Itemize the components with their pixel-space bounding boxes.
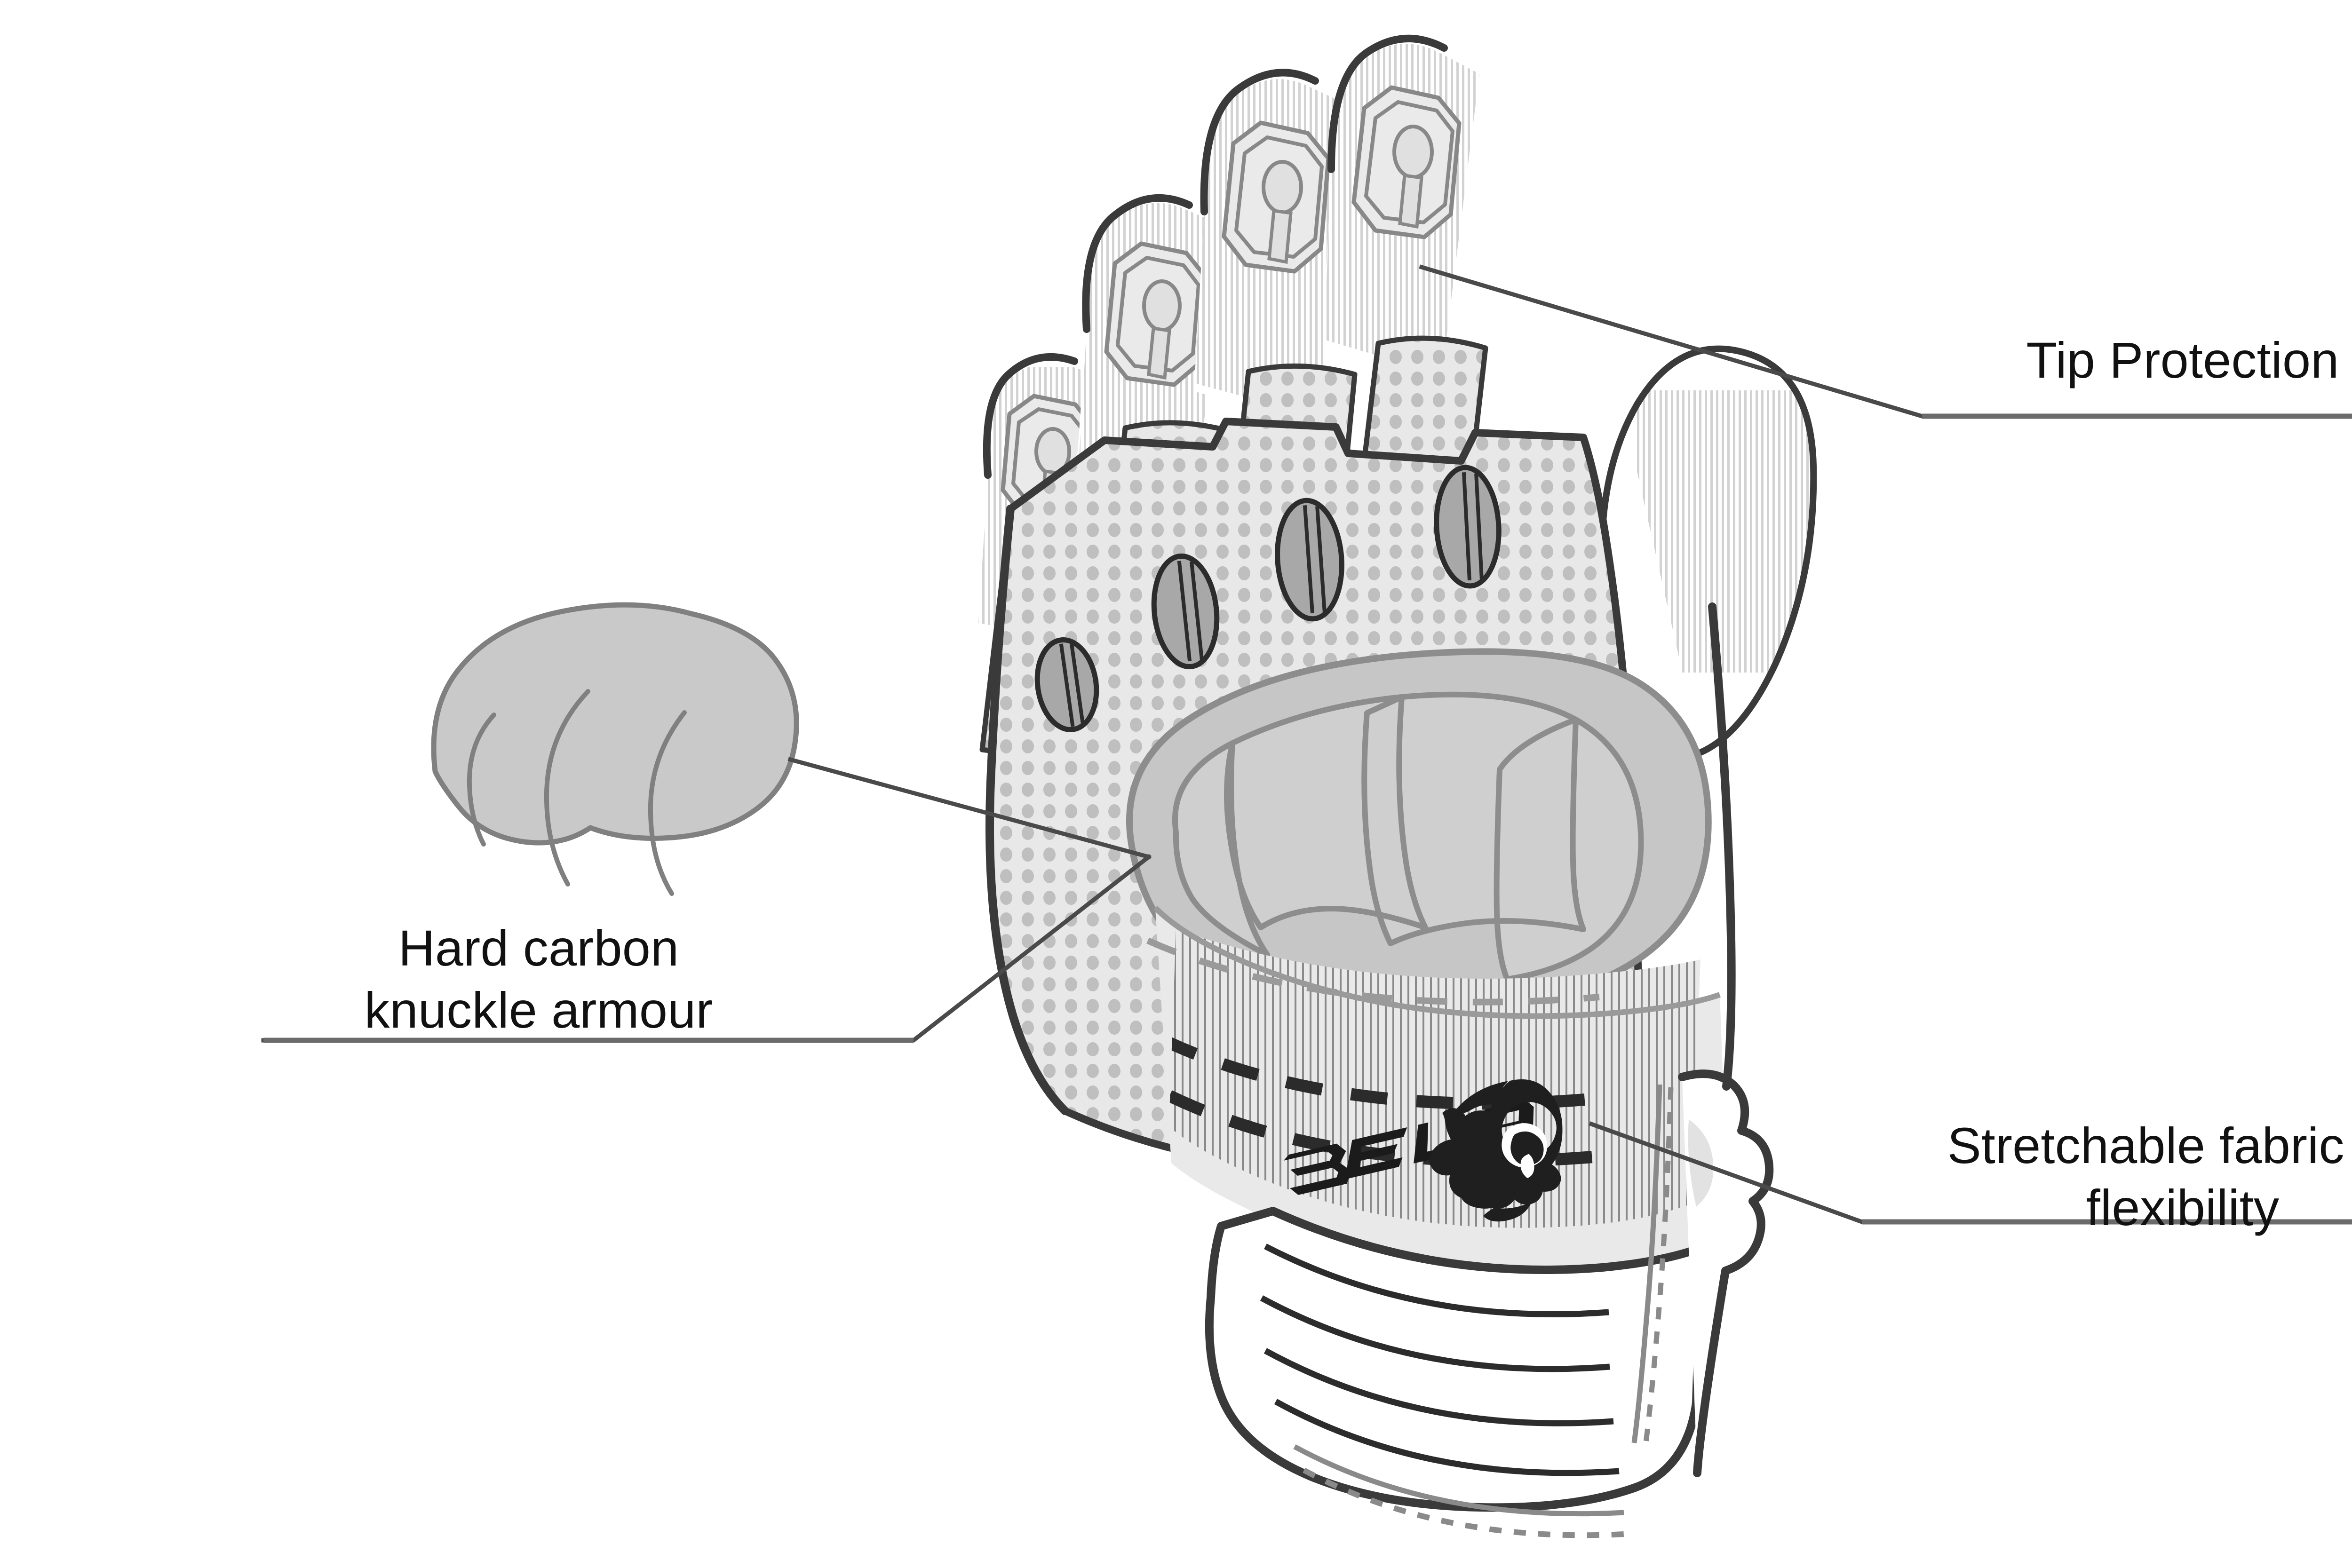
leader-tip-protection [1419,264,2352,419]
mid-finger-pads [1034,465,1502,732]
callout-underlines [263,413,2352,1225]
pad-middle [1275,498,1344,622]
stretch-cuff [1146,905,1729,1273]
panther-head-icon [1429,1079,1563,1222]
knuckle-armour-plate [1126,648,1712,1017]
glove-body [977,34,1817,1538]
pad-index [1434,465,1502,589]
pad-pinky [1034,637,1099,732]
tip-protector-index [1351,85,1462,239]
leader-armour-to-plate-a [787,757,1152,860]
pad-ring [1151,553,1220,670]
finger-middle [1194,69,1357,426]
tip-protector-middle [1222,120,1331,274]
detached-knuckle-armour [431,602,799,896]
tip-protector-ring [1104,241,1208,387]
finger-index [1323,34,1486,385]
wrist-cuff [1205,1207,1705,1538]
brand-logo [1283,1079,1563,1222]
